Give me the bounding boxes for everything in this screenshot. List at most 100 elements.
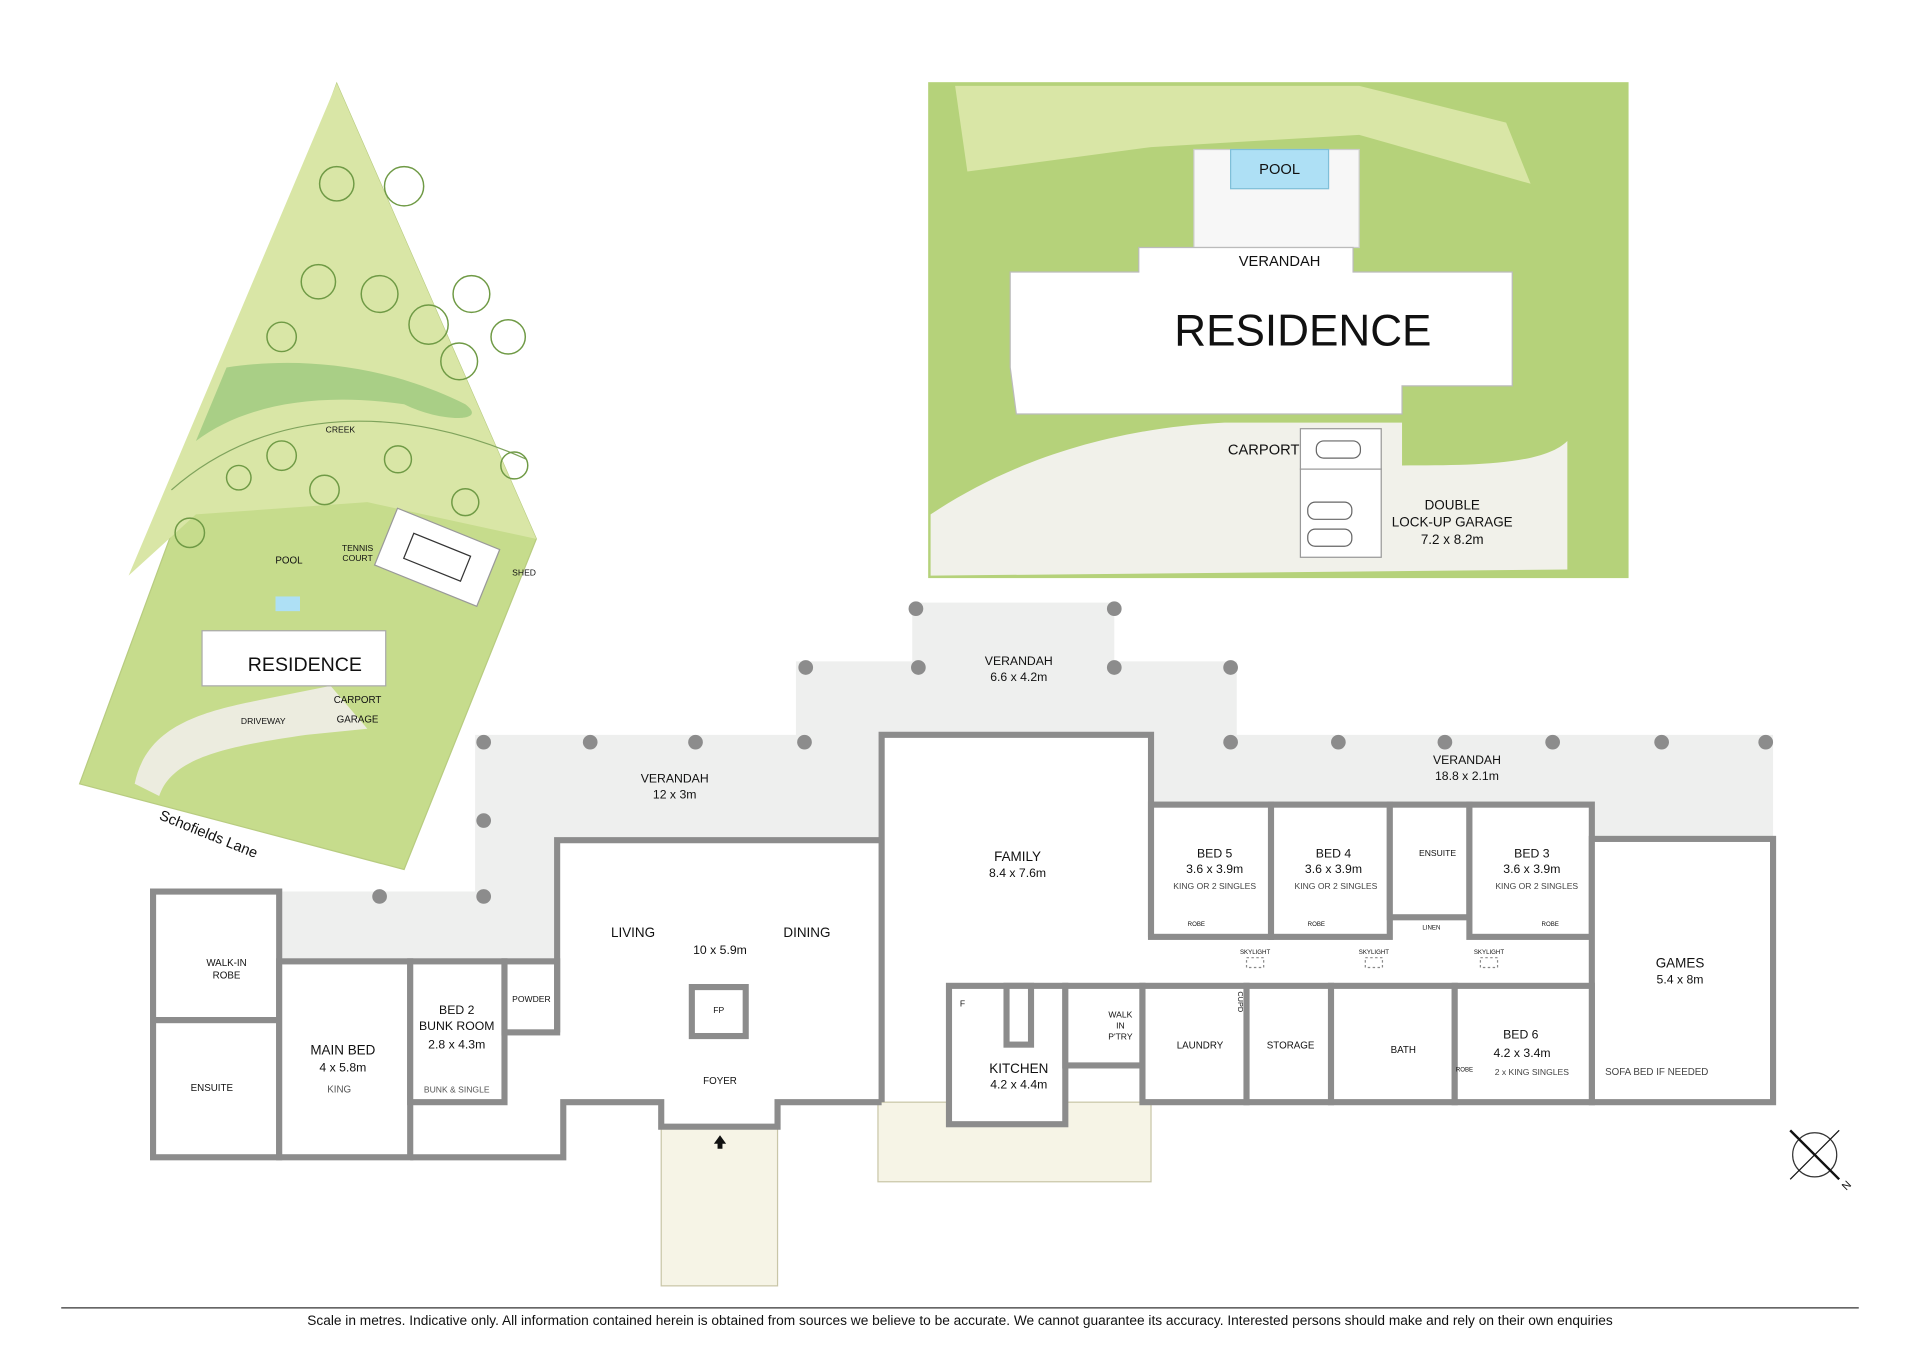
living-label: LIVING [611, 925, 655, 940]
walkin-robe-label-1: WALK-IN [206, 958, 246, 969]
bed6-size: 4.2 x 3.4m [1493, 1046, 1550, 1060]
aerial-verandah-label: VERANDAH [1239, 254, 1321, 270]
living-wall [554, 837, 882, 1033]
ensuite2-room [1386, 801, 1473, 921]
pantry-label-3: P'TRY [1108, 1032, 1133, 1042]
kitchen-island [1003, 982, 1035, 1048]
powder-label: POWDER [512, 994, 551, 1004]
bed3-robe: ROBE [1542, 921, 1559, 928]
site-trees [174, 165, 529, 549]
verandah-top-label: VERANDAH [985, 654, 1053, 668]
aerial-garage-size: 7.2 x 8.2m [1421, 532, 1484, 547]
site-pool-label: POOL [275, 555, 303, 566]
skylight-label-1: SKYLIGHT [1240, 949, 1270, 956]
bed3-label: BED 3 [1514, 846, 1550, 860]
bed6-room [1451, 982, 1595, 1106]
bed5-note: KING OR 2 SINGLES [1173, 881, 1256, 891]
bath-label: BATH [1391, 1045, 1416, 1056]
aerial-residence-label: RESIDENCE [1174, 306, 1431, 355]
verandah-left-label: VERANDAH [641, 772, 709, 786]
family-label: FAMILY [994, 849, 1041, 864]
compass-icon: N [1789, 1129, 1854, 1193]
compass-north-label: N [1840, 1179, 1854, 1193]
site-garage-label: GARAGE [337, 715, 379, 726]
fp-block [688, 984, 749, 1040]
bed4-note: KING OR 2 SINGLES [1295, 881, 1378, 891]
bed2-room [407, 958, 508, 1106]
bed3-note: KING OR 2 SINGLES [1495, 881, 1578, 891]
site-court-label: COURT [342, 553, 373, 563]
pantry-room [1062, 982, 1146, 1069]
aerial-residence [1009, 246, 1513, 415]
main-bed-size: 4 x 5.8m [319, 1061, 366, 1075]
site-driveway [134, 685, 368, 797]
bed4-size: 3.6 x 3.9m [1305, 862, 1362, 876]
site-pool [275, 596, 300, 612]
pantry-label-1: WALK [1108, 1010, 1132, 1020]
bed6-label: BED 6 [1503, 1027, 1539, 1041]
verandah-left-size: 12 x 3m [653, 788, 697, 802]
bath-room [1327, 982, 1458, 1106]
site-tennis-label: TENNIS [342, 543, 374, 553]
site-residence [201, 630, 387, 687]
games-room [1588, 835, 1777, 1106]
site-carport-label: CARPORT [334, 695, 382, 706]
site-residence-label: RESIDENCE [248, 654, 362, 676]
foyer-label: FOYER [703, 1076, 737, 1087]
bed5-room [1147, 801, 1275, 940]
aerial-garage-label-2: LOCK-UP GARAGE [1392, 515, 1513, 530]
games-label: GAMES [1656, 955, 1705, 970]
bed5-label: BED 5 [1197, 846, 1233, 860]
ensuite2-label: ENSUITE [1419, 848, 1456, 858]
bed6-robe: ROBE [1456, 1067, 1473, 1074]
linen-label: LINEN [1422, 925, 1440, 932]
bed5-size: 3.6 x 3.9m [1186, 862, 1243, 876]
aerial-gravel [930, 422, 1568, 576]
aerial-plan: POOL VERANDAH RESIDENCE CARPORT DOUBLE L… [928, 82, 1629, 579]
games-note: SOFA BED IF NEEDED [1605, 1067, 1708, 1078]
kitchen-size: 4.2 x 4.4m [990, 1078, 1047, 1092]
bed2-label: BED 2 [439, 1003, 475, 1017]
main-bed-label: MAIN BED [310, 1042, 375, 1057]
bed6-note: 2 x KING SINGLES [1495, 1067, 1570, 1077]
bed3-size: 3.6 x 3.9m [1503, 862, 1560, 876]
site-shed-label: SHED [512, 568, 536, 578]
main-bed-note: KING [327, 1084, 351, 1095]
fp-label: FP [713, 1005, 724, 1015]
aerial-carport [1299, 428, 1382, 470]
storage-label: STORAGE [1267, 1040, 1315, 1051]
site-tennis-court [373, 507, 501, 608]
verandah-area [279, 602, 1774, 962]
walk-in-robe-room [150, 888, 283, 1024]
aerial-garden [955, 85, 1531, 184]
disclaimer: Scale in metres. Indicative only. All in… [307, 1313, 1613, 1328]
verandah-posts [372, 601, 1774, 904]
creek-line [171, 420, 527, 491]
floor-plan: VERANDAH 6.6 x 4.2m VERANDAH 12 x 3m VER… [150, 601, 1777, 1287]
verandah-right-size: 18.8 x 2.1m [1435, 769, 1499, 783]
verandah-right-label: VERANDAH [1433, 753, 1501, 767]
front-porch [660, 1126, 779, 1287]
bed2-note: BUNK & SINGLE [424, 1084, 490, 1094]
ensuite-label: ENSUITE [191, 1083, 234, 1094]
hall-wall [410, 1099, 882, 1161]
bed2-label-2: BUNK ROOM [419, 1019, 494, 1033]
skylight-label-2: SKYLIGHT [1359, 949, 1389, 956]
bed2-size: 2.8 x 4.3m [428, 1037, 485, 1051]
fridge-label: F [960, 999, 965, 1009]
kitchen-label: KITCHEN [989, 1061, 1048, 1076]
bed4-robe: ROBE [1308, 921, 1325, 928]
site-driveway-label: DRIVEWAY [241, 716, 286, 726]
skylight-label-3: SKYLIGHT [1474, 949, 1504, 956]
entry-arrow-icon [713, 1135, 727, 1149]
living-size: 10 x 5.9m [693, 943, 747, 957]
bed5-robe: ROBE [1188, 921, 1205, 928]
verandah-top-size: 6.6 x 4.2m [990, 670, 1047, 684]
aerial-garage [1299, 468, 1382, 558]
creek-area [195, 362, 472, 441]
family-size: 8.4 x 7.6m [989, 866, 1046, 880]
games-size: 5.4 x 8m [1657, 972, 1704, 986]
aerial-pool [1230, 148, 1330, 190]
aerial-garage-label-1: DOUBLE [1425, 498, 1480, 513]
